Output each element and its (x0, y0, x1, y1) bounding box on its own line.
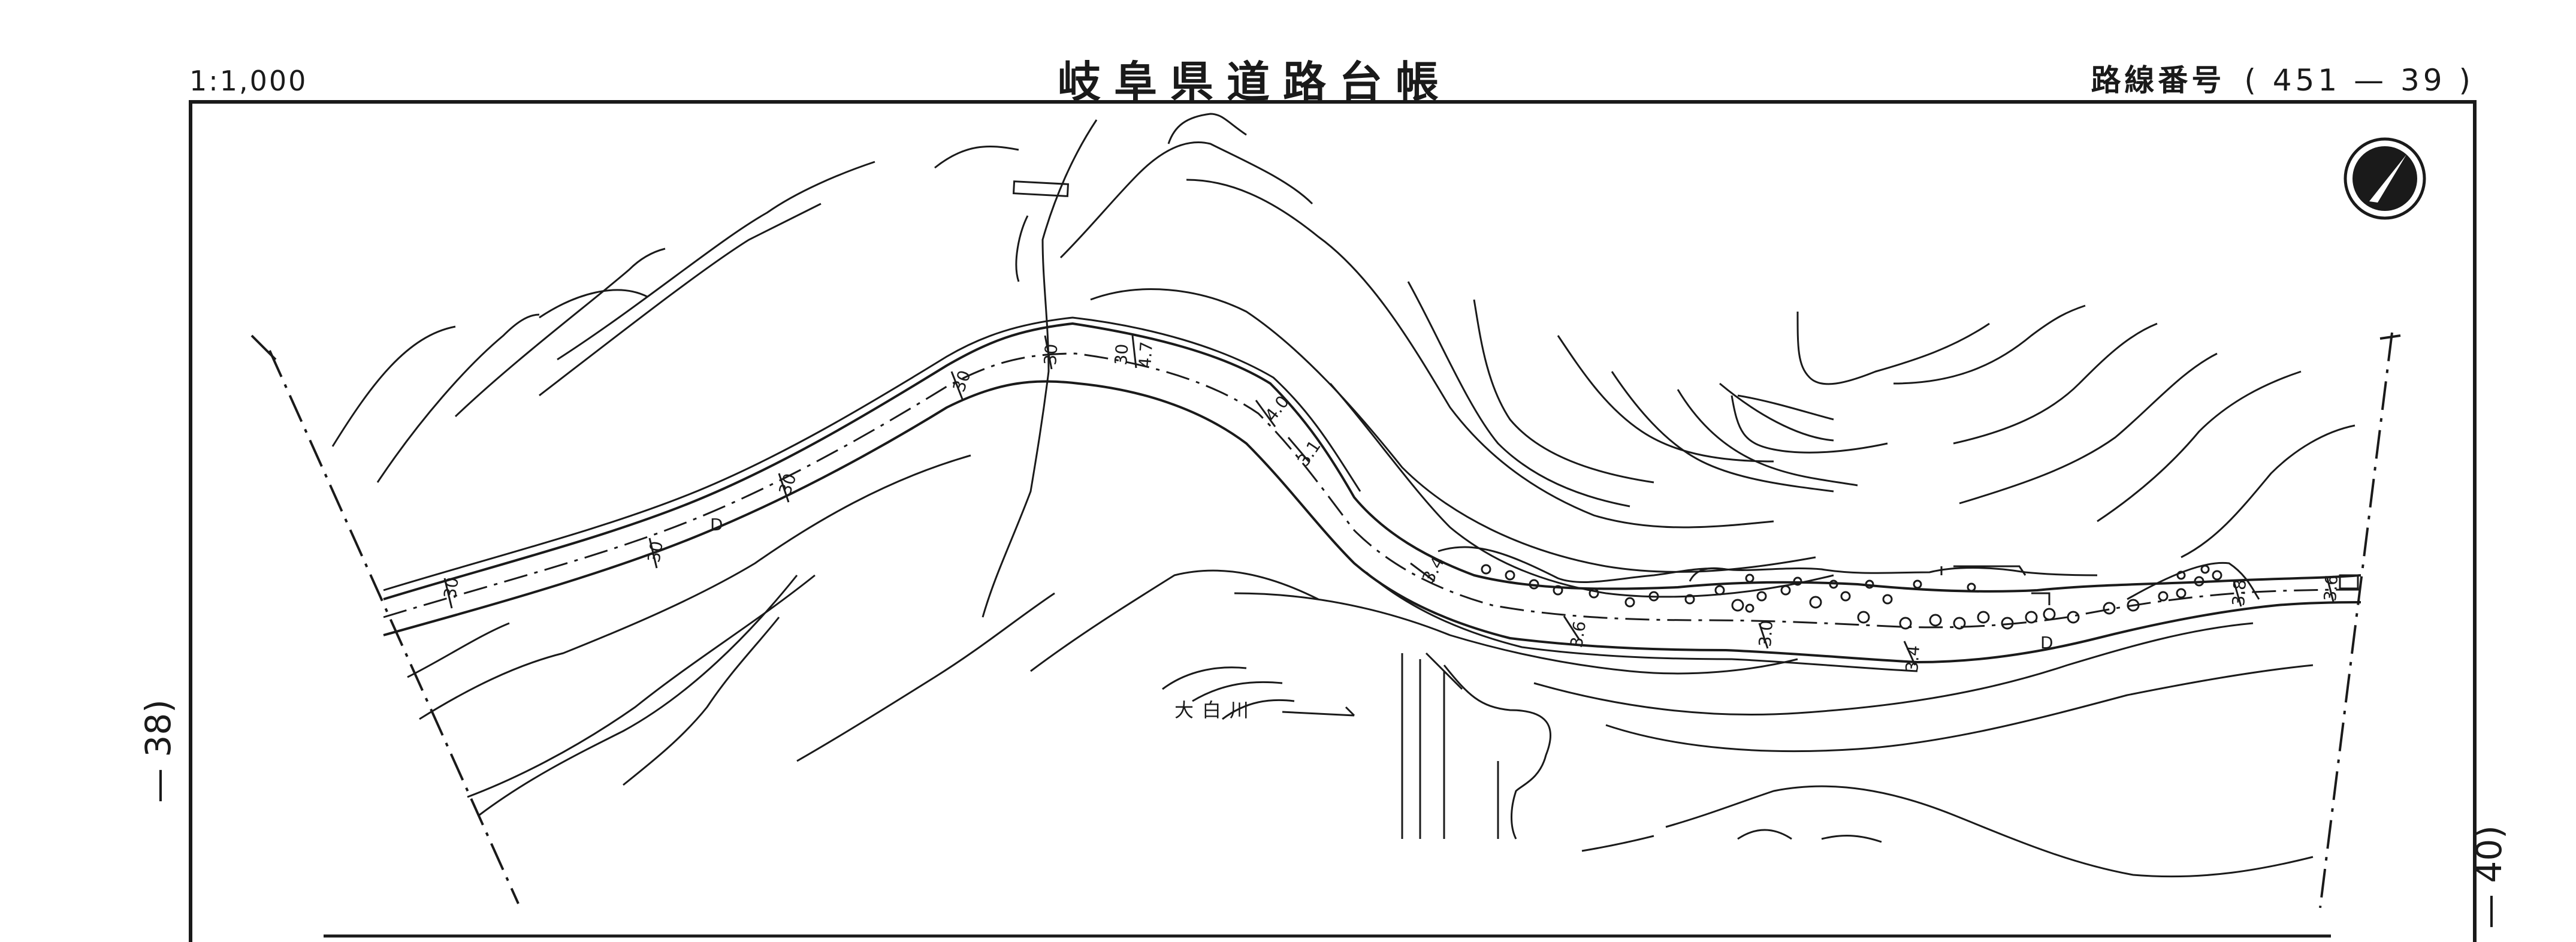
page-title: 岐阜県道路台帳 (1058, 57, 1452, 107)
building (1940, 565, 2050, 605)
contour-lines-south (407, 454, 2314, 878)
width-label: 3.0 (1755, 620, 1777, 648)
width-label: 4.7 (1135, 341, 1156, 369)
width-label: 3.4 (1418, 553, 1448, 586)
width-label: 4.0 (1261, 392, 1293, 425)
route-number: 路線番号 ( 451 — 39 ) (2091, 56, 2474, 99)
width-label: 3.8 (2228, 579, 2250, 607)
river-bank (1401, 652, 1551, 840)
route-number-label: 路線番号 (2091, 63, 2225, 98)
width-label: 30 (1040, 343, 1061, 366)
width-label: 3.6 (2320, 574, 2342, 602)
boundary-tick (250, 334, 277, 361)
north-arrow-icon (2344, 137, 2426, 220)
map-frame (189, 100, 2477, 942)
width-label: 3.6 (1566, 620, 1590, 649)
width-label: 3.4 (1902, 645, 1923, 673)
width-ticks (443, 335, 2335, 666)
boundary-tick (2379, 334, 2401, 340)
road-centerline (383, 352, 2361, 629)
slope-boulders (2127, 561, 2260, 600)
road-edge-north-outer (383, 316, 1361, 591)
road-edge-south-outer (1366, 571, 1918, 672)
road-code-label: D (710, 515, 723, 535)
contour-lines (331, 113, 2355, 598)
retaining-box (2339, 574, 2359, 590)
small-structure (1012, 180, 1070, 197)
road-edge-south (383, 380, 2361, 664)
river-flow-arrow (1282, 706, 1355, 717)
width-label: 30 (644, 539, 667, 564)
embankment (1438, 546, 2098, 583)
stream-line (982, 119, 1098, 618)
road-edge-north (383, 322, 2361, 600)
width-label: 30 (440, 576, 463, 600)
route-number-value: ( 451 — 39 ) (2244, 63, 2474, 98)
road-code-label: D (2040, 633, 2053, 653)
width-label: 30 (949, 368, 975, 395)
section-boundary (268, 332, 2393, 908)
width-label: 30 (1111, 343, 1132, 366)
river-name-label: 大白川 (1174, 699, 1257, 721)
embankment (1689, 567, 1726, 582)
slope-markers (1481, 564, 2222, 630)
map-scale: 1:1,000 (189, 65, 308, 97)
stream-line (1015, 215, 1029, 282)
